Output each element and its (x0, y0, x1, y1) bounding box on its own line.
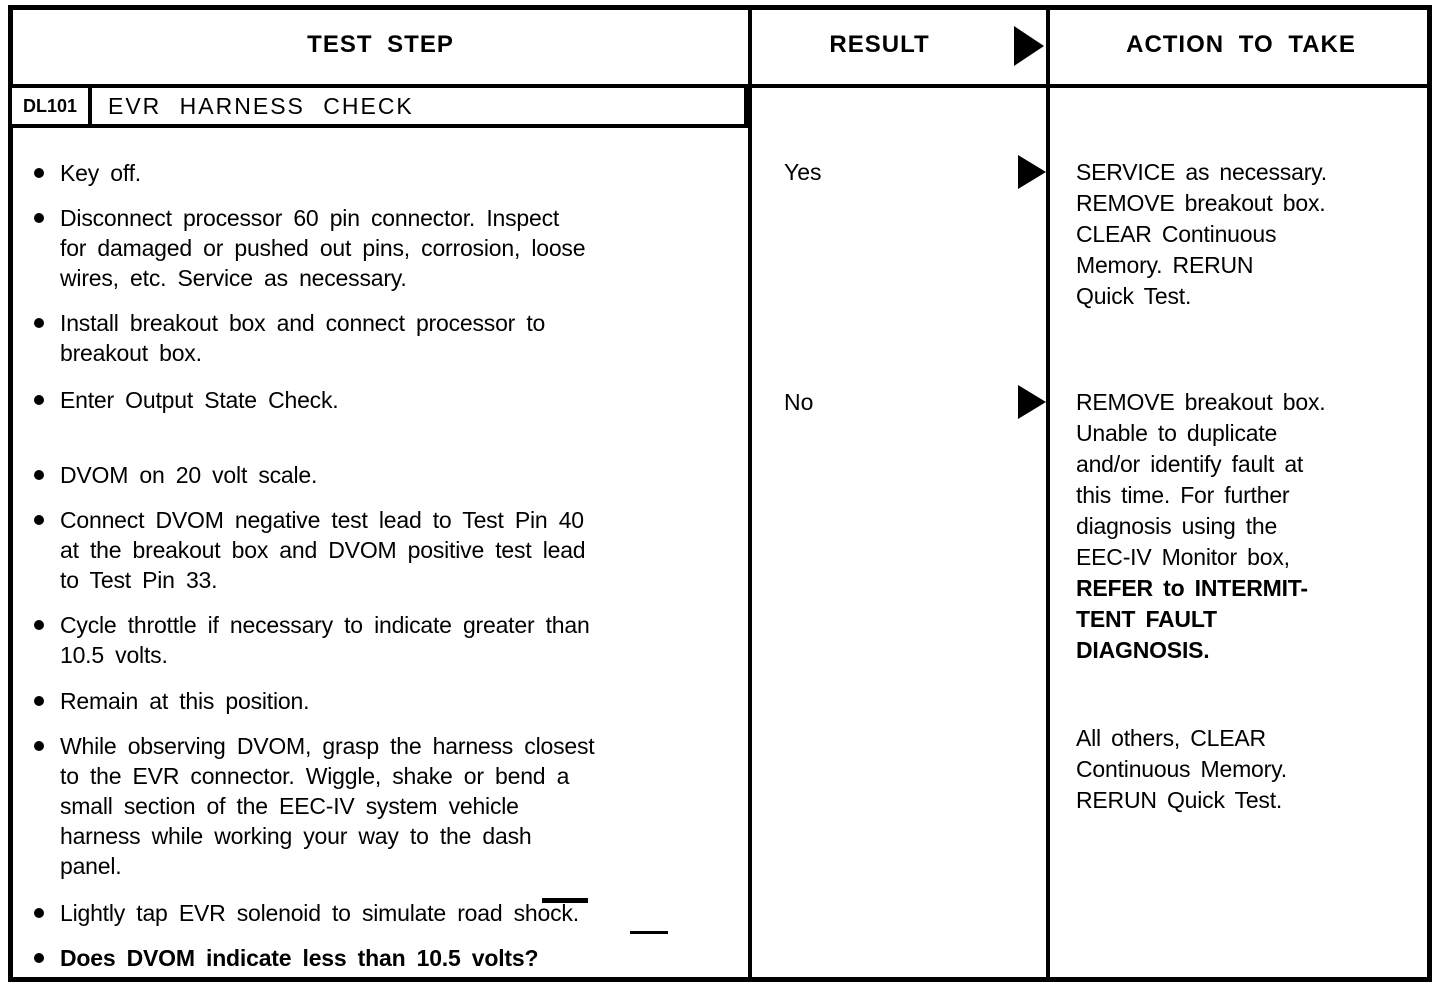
action-line: All others, CLEAR (1076, 725, 1266, 751)
test-step-text: Connect DVOM negative test lead to Test … (60, 507, 586, 593)
action-line: this time. For further (1076, 482, 1290, 508)
action-line: REMOVE breakout box. (1076, 389, 1326, 415)
header-arrow-icon (1014, 26, 1044, 66)
table-outer-border (8, 5, 1432, 982)
test-step-text: Remain at this position. (60, 688, 310, 714)
test-steps-list: Key off. Disconnect processor 60 pin con… (34, 124, 734, 973)
action-all-others-block: All others, CLEAR Continuous Memory. RER… (1076, 723, 1428, 816)
result-yes-label: Yes (784, 159, 822, 185)
column-divider-test-result (748, 10, 752, 977)
bullet-icon (34, 395, 44, 405)
action-line: diagnosis using the (1076, 513, 1278, 539)
test-step-text: Lightly tap EVR solenoid to simulate roa… (60, 900, 579, 926)
test-step-text: Cycle throttle if necessary to indicate … (60, 612, 590, 668)
bullet-icon (34, 515, 44, 525)
test-step-text: Key off. (60, 160, 141, 186)
action-line: REFER to INTERMIT- (1076, 575, 1308, 601)
test-step-item: Key off. (34, 158, 734, 188)
test-step-item: Enter Output State Check. (34, 385, 734, 415)
action-line: Unable to duplicate (1076, 420, 1278, 446)
bullet-icon (34, 908, 44, 918)
test-step-question: Does DVOM indicate less than 10.5 volts? (60, 945, 539, 971)
test-step-item: Disconnect processor 60 pin connector. I… (34, 203, 734, 293)
test-title: EVR HARNESS CHECK (108, 92, 414, 119)
test-step-text: DVOM on 20 volt scale. (60, 462, 318, 488)
scan-artifact-mark (542, 898, 588, 903)
action-line: EEC-IV Monitor box, (1076, 544, 1290, 570)
action-line: CLEAR Continuous (1076, 221, 1277, 247)
test-step-item: DVOM on 20 volt scale. (34, 460, 734, 490)
header-action-to-take: ACTION TO TAKE (1126, 31, 1356, 58)
test-step-item: Does DVOM indicate less than 10.5 volts? (34, 943, 734, 973)
action-line: REMOVE breakout box. (1076, 190, 1326, 216)
action-line: DIAGNOSIS. (1076, 637, 1210, 663)
bullet-icon (34, 696, 44, 706)
action-line: Quick Test. (1076, 283, 1192, 309)
test-step-item: Install breakout box and connect process… (34, 308, 734, 368)
test-step-item: Cycle throttle if necessary to indicate … (34, 610, 734, 670)
scan-artifact-mark (630, 931, 668, 934)
action-line: Memory. RERUN (1076, 252, 1254, 278)
bullet-icon (34, 318, 44, 328)
test-step-text: While observing DVOM, grasp the harness … (60, 733, 595, 879)
result-no-arrow-icon (1018, 385, 1046, 419)
action-line: TENT FAULT (1076, 606, 1217, 632)
header-test-step: TEST STEP (307, 31, 454, 58)
bullet-icon (34, 953, 44, 963)
test-step-text: Enter Output State Check. (60, 387, 339, 413)
test-step-item: Lightly tap EVR solenoid to simulate roa… (34, 898, 734, 928)
test-step-item: While observing DVOM, grasp the harness … (34, 731, 734, 881)
action-line: Continuous Memory. (1076, 756, 1287, 782)
header-result: RESULT (829, 31, 930, 58)
test-step-item: Remain at this position. (34, 686, 734, 716)
bullet-icon (34, 213, 44, 223)
bullet-icon (34, 470, 44, 480)
test-step-text: Disconnect processor 60 pin connector. I… (60, 205, 586, 291)
action-line: and/or identify fault at (1076, 451, 1304, 477)
bullet-icon (34, 741, 44, 751)
action-no-block: REMOVE breakout box. Unable to duplicate… (1076, 387, 1428, 666)
test-id-box: DL101 EVR HARNESS CHECK (8, 84, 748, 128)
test-id: DL101 (12, 88, 92, 124)
result-no-label: No (784, 389, 814, 415)
column-divider-result-action (1046, 10, 1050, 977)
test-step-text: Install breakout box and connect process… (60, 310, 546, 366)
action-line: SERVICE as necessary. (1076, 159, 1327, 185)
action-line: RERUN Quick Test. (1076, 787, 1283, 813)
test-step-item: Connect DVOM negative test lead to Test … (34, 505, 734, 595)
bullet-icon (34, 168, 44, 178)
bullet-icon (34, 620, 44, 630)
result-yes-arrow-icon (1018, 155, 1046, 189)
action-yes-block: SERVICE as necessary. REMOVE breakout bo… (1076, 157, 1428, 312)
